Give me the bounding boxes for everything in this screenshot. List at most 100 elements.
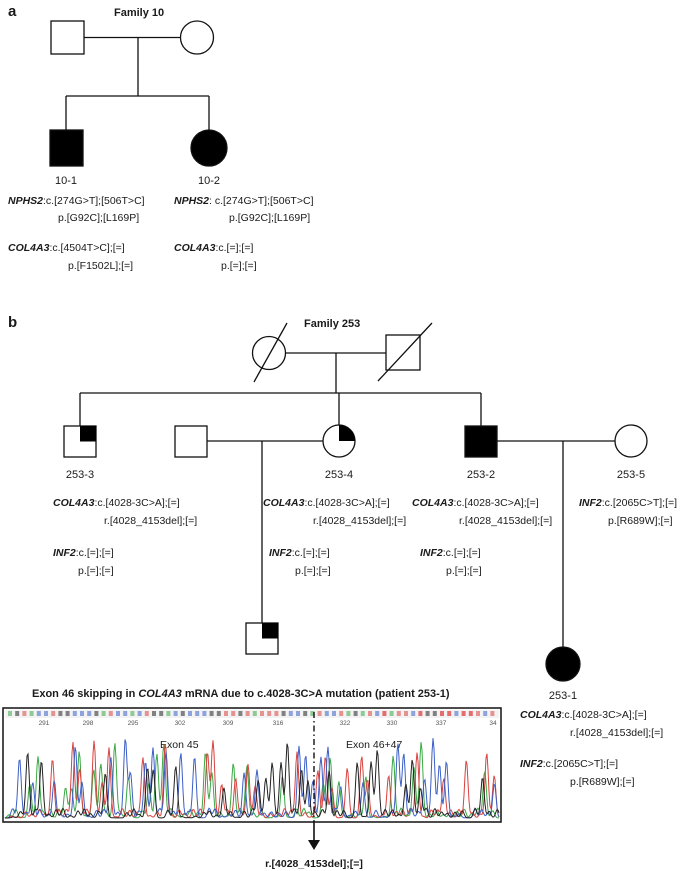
exon-46-47-label: Exon 46+47	[346, 739, 403, 751]
grandfather-253-deceased-square	[385, 334, 421, 371]
family-10-pedigree	[49, 20, 228, 167]
base-call	[296, 711, 300, 716]
base-call	[101, 711, 106, 716]
base-call	[216, 711, 221, 716]
ind-253-3-col4a3-line: COL4A3:c.[4028-3C>A];[=]	[53, 497, 180, 509]
base-call	[130, 711, 135, 716]
base-call	[396, 711, 401, 716]
position-number: 322	[340, 720, 351, 727]
ind-253-1-col4a3-rna: r.[4028_4153del];[=]	[570, 727, 663, 739]
position-number: 298	[83, 720, 94, 727]
position-number: 302	[175, 720, 186, 727]
ind-10-2-id: 10-2	[198, 175, 220, 187]
base-call	[80, 711, 84, 716]
base-call	[447, 711, 452, 716]
base-call	[44, 711, 48, 716]
family-10-title: Family 10	[114, 7, 164, 19]
trace-line	[5, 738, 500, 819]
spouse-253-4-square	[174, 425, 208, 458]
ind-253-3-inf2-protein: p.[=];[=]	[78, 565, 114, 577]
base-call	[483, 711, 488, 716]
ind-253-2-col4a3-line: COL4A3:c.[4028-3C>A];[=]	[412, 497, 539, 509]
ind-253-4-inf2-protein: p.[=];[=]	[295, 565, 331, 577]
ind-10-1-nphs2-line: NPHS2:c.[274G>T];[506T>C]	[8, 195, 145, 207]
ind-253-4-inf2-line: INF2:c.[=];[=]	[269, 547, 330, 559]
result-arrow	[308, 822, 320, 850]
ind-253-3-inf2-line: INF2:c.[=];[=]	[53, 547, 114, 559]
base-call	[389, 711, 394, 716]
position-number: 309	[223, 720, 234, 727]
base-call	[454, 711, 459, 716]
ind-253-4-col4a3-line: COL4A3:c.[4028-3C>A];[=]	[263, 497, 390, 509]
base-call	[245, 711, 250, 716]
ind-253-1-inf2-line: INF2:c.[2065C>T];[=]	[520, 758, 618, 770]
base-call	[260, 711, 264, 716]
chromatogram-result: r.[4028_4153del];[=]	[265, 858, 363, 870]
base-call	[108, 711, 113, 716]
ind-253-2-inf2-protein: p.[=];[=]	[446, 565, 482, 577]
ind-253-3-col4a3-rna: r.[4028_4153del];[=]	[104, 515, 197, 527]
ind-10-1-col4a3-protein: p.[F1502L];[=]	[68, 260, 133, 272]
ind-253-2-col4a3-rna: r.[4028_4153del];[=]	[459, 515, 552, 527]
base-call	[368, 711, 372, 716]
base-call	[339, 711, 344, 716]
ind-253-2-id: 253-2	[467, 469, 495, 481]
base-call	[310, 711, 315, 716]
base-call	[274, 711, 279, 716]
father-10-square	[50, 20, 85, 55]
base-call	[267, 711, 272, 716]
ind-10-1-nphs2-protein: p.[G92C];[L169P]	[58, 212, 139, 224]
ind-10-2-affected-circle	[190, 129, 228, 167]
ind-253-4-col4a3-rna: r.[4028_4153del];[=]	[313, 515, 406, 527]
base-call	[22, 711, 27, 716]
base-call	[440, 711, 444, 716]
family-253-pedigree	[63, 322, 648, 682]
base-call	[324, 711, 329, 716]
base-call	[382, 711, 387, 716]
base-call	[202, 711, 207, 716]
base-call	[360, 711, 365, 716]
base-call	[188, 711, 192, 716]
base-call	[332, 711, 336, 716]
base-call	[72, 711, 77, 716]
grandmother-253-deceased-circle	[251, 335, 287, 371]
base-calls	[8, 711, 495, 716]
position-number: 295	[128, 720, 139, 727]
base-call	[353, 711, 358, 716]
base-call	[288, 711, 293, 716]
ind-10-2-nphs2-line: NPHS2: c.[274G>T];[506T>C]	[174, 195, 314, 207]
base-call	[224, 711, 228, 716]
ind-253-5-id: 253-5	[617, 469, 645, 481]
base-call	[137, 711, 142, 716]
ind-253-4-id: 253-4	[325, 469, 353, 481]
base-call	[317, 711, 322, 716]
ind-253-1-affected-circle	[545, 646, 581, 682]
panel-label-b: b	[8, 314, 17, 331]
base-call	[231, 711, 236, 716]
base-call	[468, 711, 473, 716]
base-call	[87, 711, 92, 716]
ind-253-5-inf2-line: INF2:c.[2065C>T];[=]	[579, 497, 677, 509]
base-call	[15, 711, 20, 716]
position-number: 291	[39, 720, 50, 727]
ind-253-5-inf2-protein: p.[R689W];[=]	[608, 515, 673, 527]
base-call	[8, 711, 12, 716]
ind-10-1-col4a3-line: COL4A3:c.[4504T>C];[=]	[8, 242, 125, 254]
base-call	[152, 711, 156, 716]
base-call	[209, 711, 214, 716]
base-call	[375, 711, 380, 716]
family-253-title: Family 253	[304, 318, 360, 330]
base-call	[58, 711, 63, 716]
base-call	[418, 711, 423, 716]
ind-10-2-col4a3-protein: p.[=];[=]	[221, 260, 257, 272]
ind-253-1-col4a3-line: COL4A3:c.[4028-3C>A];[=]	[520, 709, 647, 721]
base-call	[94, 711, 99, 716]
base-call	[166, 711, 171, 716]
trace-line	[5, 743, 500, 819]
base-call	[159, 711, 164, 716]
base-call	[116, 711, 120, 716]
base-call	[303, 711, 308, 716]
